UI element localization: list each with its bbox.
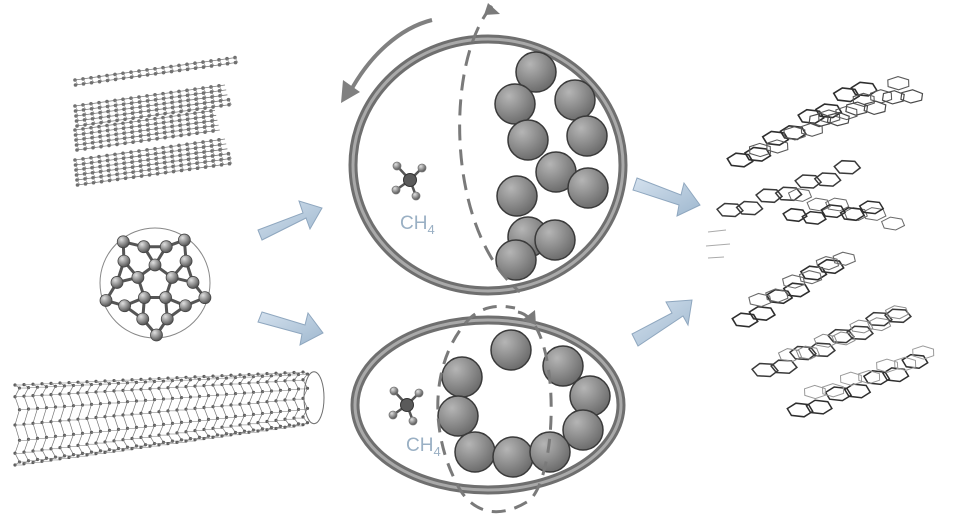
- grinding-ball: [507, 119, 549, 161]
- methane-molecule-icon: [391, 161, 427, 201]
- output-arrow-top: [632, 177, 701, 217]
- stacked-graphitic-fragments-icon: [731, 251, 935, 418]
- grinding-balls-top: [494, 51, 609, 281]
- grinding-ball: [496, 175, 538, 217]
- grinding-ball: [490, 329, 532, 371]
- grinding-ball: [562, 409, 604, 451]
- grinding-ball: [437, 395, 479, 437]
- grinding-ball: [542, 345, 584, 387]
- rotation-orbit-dashed-bottom: [436, 304, 553, 514]
- grinding-ball: [454, 431, 496, 473]
- elliptical-reactor: CH4: [350, 304, 626, 514]
- grinding-ball: [492, 436, 534, 478]
- input-arrow-top: [257, 200, 323, 241]
- grinding-ball: [567, 167, 609, 209]
- circular-reactor: CH4: [341, 3, 628, 296]
- methane-molecule-icon: [388, 386, 424, 426]
- grinding-ball: [534, 219, 576, 261]
- amorphous-carbon-fragments-icon: [716, 76, 924, 231]
- carbon-nanotube-icon: [13, 370, 325, 467]
- grinding-balls-bottom: [437, 329, 611, 478]
- grinding-ball: [554, 79, 596, 121]
- graphene-layers-icon: [73, 55, 239, 187]
- grinding-ball: [494, 83, 536, 125]
- methane-label-bottom: CH4: [406, 435, 441, 459]
- grinding-ball: [441, 356, 483, 398]
- rotation-arrowhead-bottom: [522, 310, 536, 325]
- methane-label-top: CH4: [400, 213, 435, 237]
- divider-marks: [705, 229, 731, 259]
- fullerene-icon: [99, 227, 212, 342]
- input-arrow-bottom: [257, 311, 324, 346]
- rotation-axis-arrowhead-top: [484, 3, 500, 15]
- rotation-axis-dashed-top: [458, 5, 521, 294]
- rotation-arrowhead-top: [341, 80, 360, 103]
- rotation-arrow-top: [348, 18, 433, 93]
- grinding-ball: [515, 51, 557, 93]
- output-arrow-bottom: [631, 299, 693, 347]
- grinding-ball: [569, 375, 611, 417]
- grinding-ball: [529, 431, 571, 473]
- grinding-ball: [566, 115, 608, 157]
- grinding-ball: [495, 239, 537, 281]
